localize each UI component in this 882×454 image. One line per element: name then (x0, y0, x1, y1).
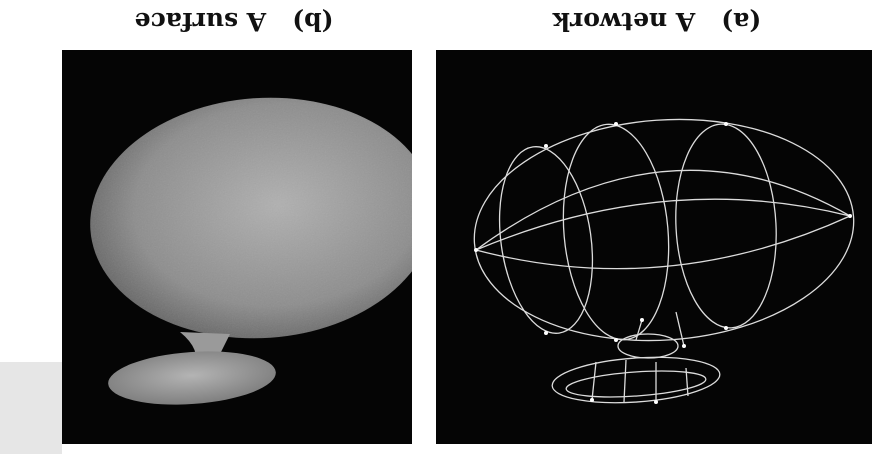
network-vertex (614, 338, 618, 342)
network-vertices (474, 122, 852, 404)
network-vertex (724, 326, 728, 330)
network-ring-2 (555, 120, 677, 344)
network-vertex (848, 214, 852, 218)
caption-b-text: A surface (135, 8, 267, 37)
caption-b-label: (b) (292, 8, 333, 37)
network-vertex (590, 398, 594, 402)
network-vertex (544, 144, 548, 148)
network-vertex (654, 400, 658, 404)
wireframe-network (436, 50, 872, 444)
caption-panel-b: (b) A surface (64, 4, 404, 40)
network-longitude-3 (476, 216, 850, 269)
network-ring-1 (488, 141, 603, 340)
caption-a-text: A network (553, 8, 695, 37)
surface-pod (106, 346, 277, 410)
network-vertex (724, 122, 728, 126)
network-vertex (474, 248, 478, 252)
network-vertex (614, 122, 618, 126)
network-longitude-1 (476, 199, 850, 250)
caption-a-label: (a) (721, 8, 761, 37)
network-pod-rib-1 (592, 362, 596, 400)
network-strut-1 (636, 320, 642, 340)
surface-render (62, 50, 412, 444)
network-outline (467, 107, 861, 353)
surface-render-panel (62, 50, 412, 444)
surface-main-body-grain (82, 86, 412, 349)
caption-panel-a: (a) A network (447, 4, 867, 40)
network-strut-2 (676, 312, 684, 346)
network-hatch (618, 334, 678, 358)
wireframe-network-panel (436, 50, 872, 444)
network-vertex (640, 318, 644, 322)
network-pod-inner (565, 367, 706, 401)
network-pod (551, 352, 722, 408)
scan-artifact (0, 362, 62, 454)
network-ring-3 (671, 122, 782, 331)
network-pod-rib-2 (624, 360, 626, 402)
network-vertex (682, 344, 686, 348)
network-vertex (544, 331, 548, 335)
